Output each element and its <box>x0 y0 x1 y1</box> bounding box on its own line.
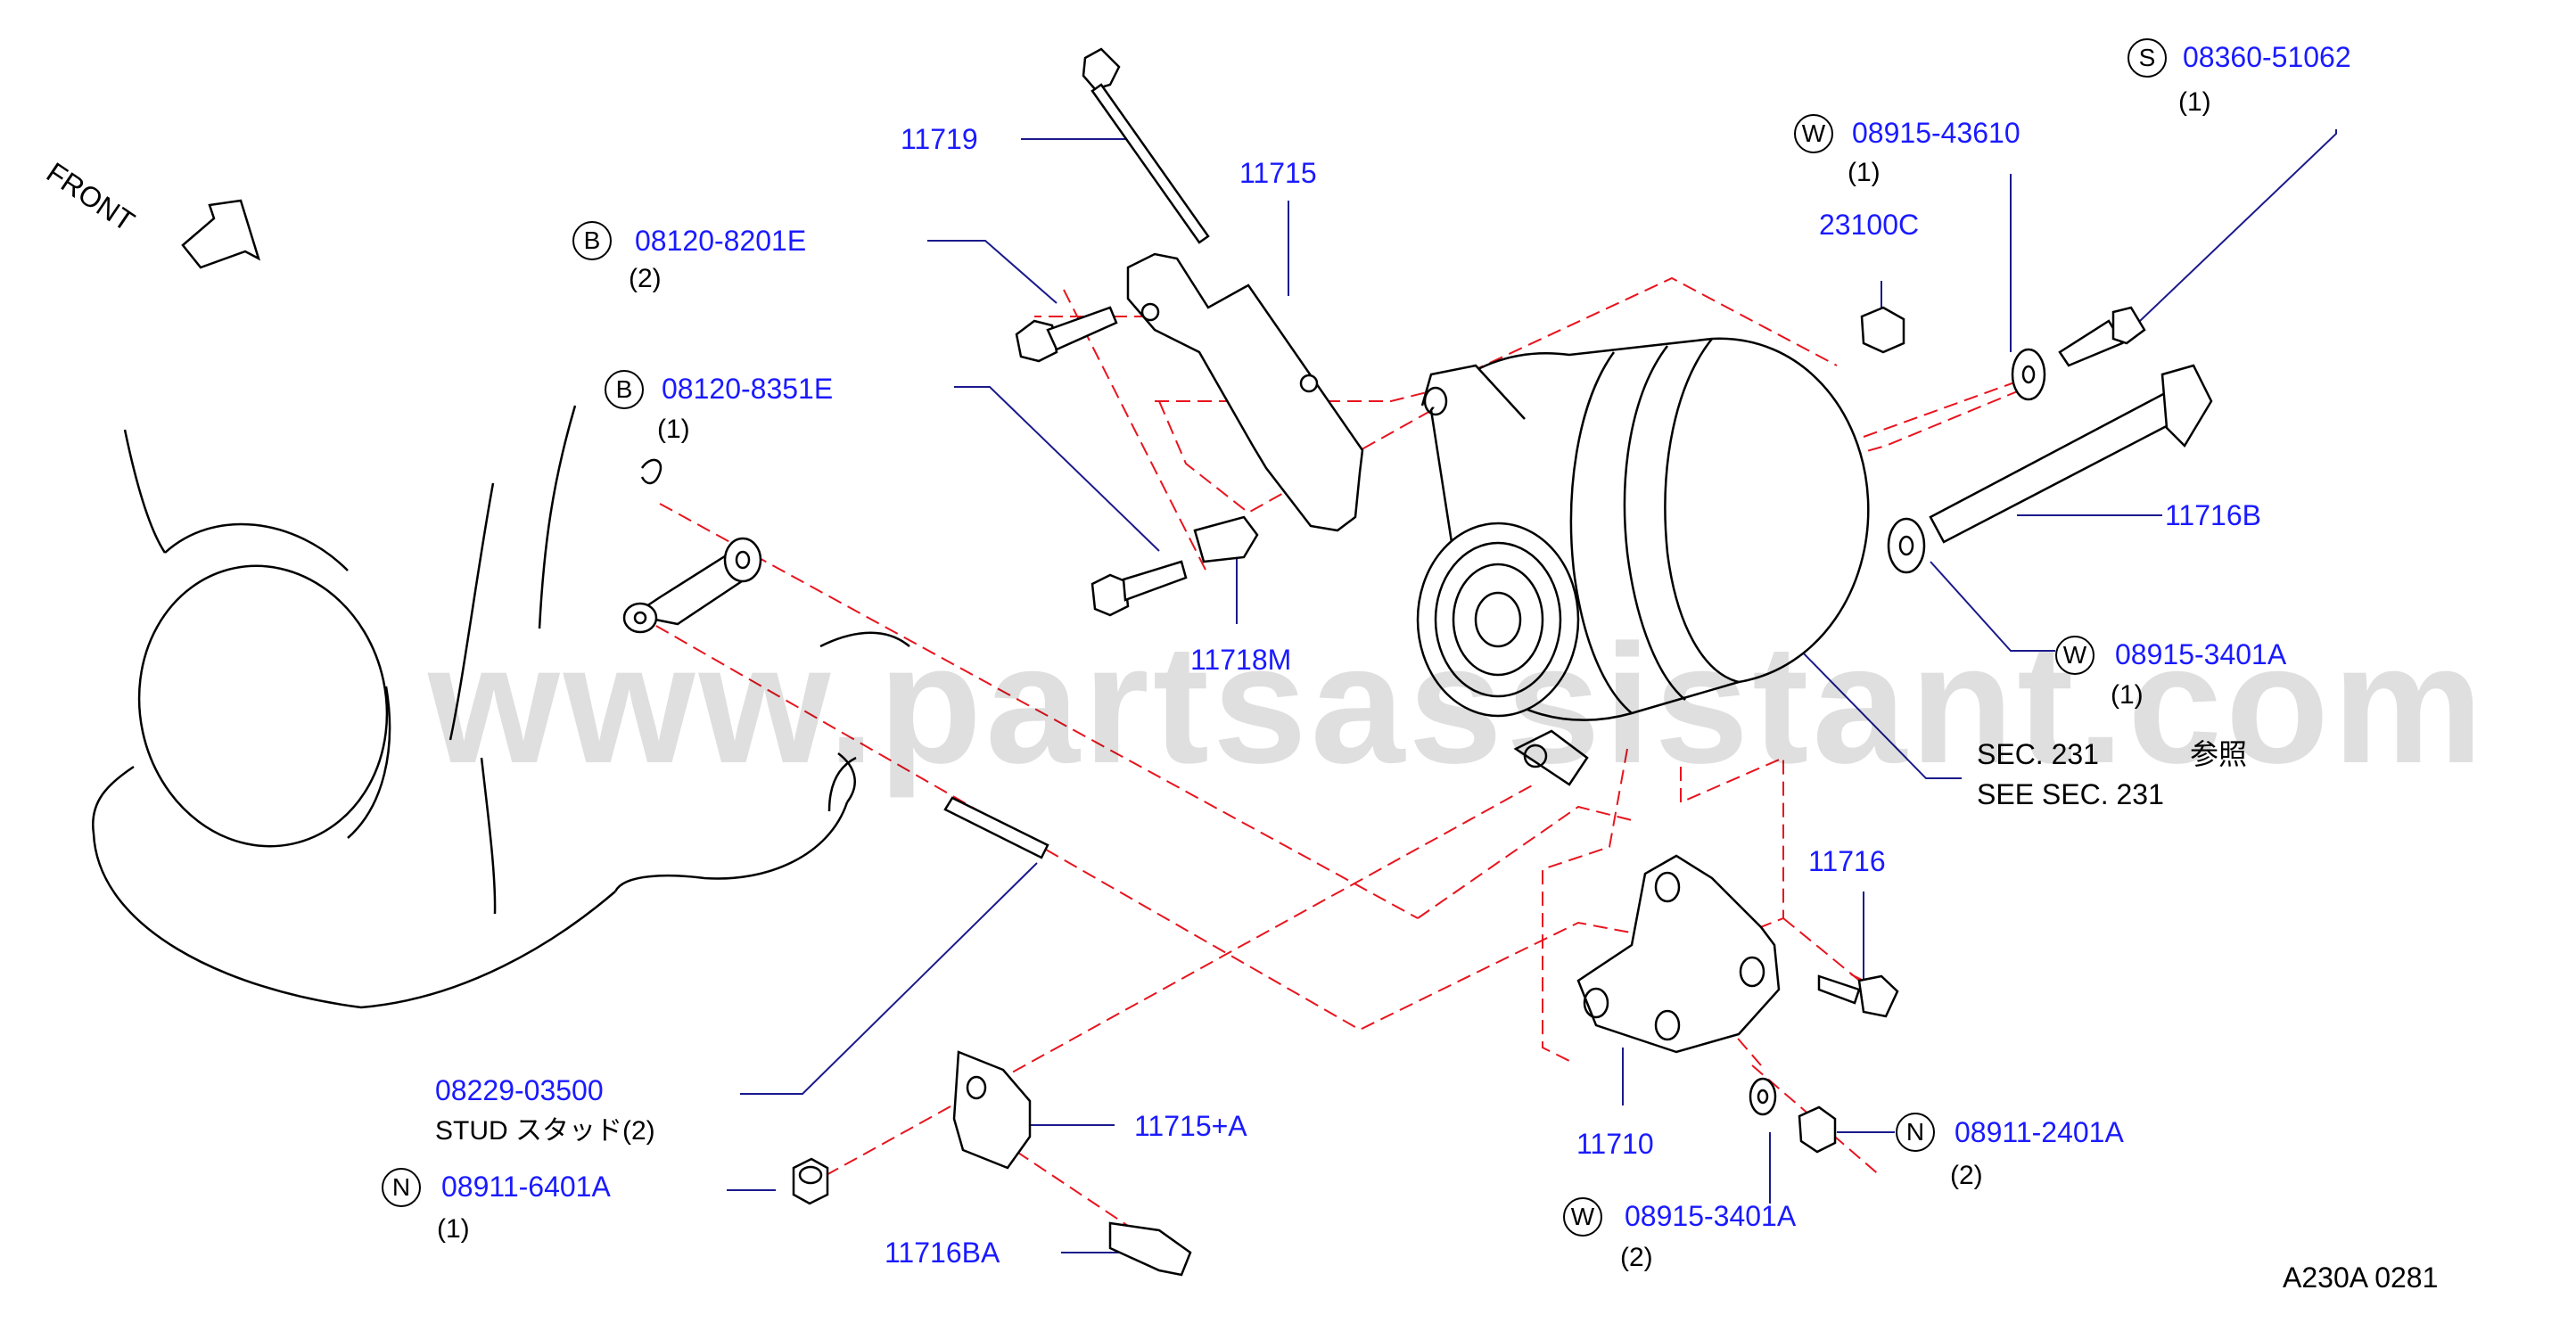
part-label-11716BA[interactable]: 11716BA <box>885 1237 1000 1269</box>
bracket-11715 <box>1126 252 1364 532</box>
nut-08911-2401A <box>1798 1105 1837 1154</box>
part-label-11719[interactable]: 11719 <box>901 123 978 155</box>
reference-jp-suffix: 参照 <box>2190 738 2248 770</box>
symbol-w-icon: W <box>1794 114 1833 153</box>
part-label-08915-43610[interactable]: 08915-43610 <box>1852 117 2020 149</box>
part-qty-08360-51062: (1) <box>2178 87 2211 117</box>
part-label-11715[interactable]: 11715 <box>1239 157 1317 189</box>
symbol-n-icon: N <box>382 1168 421 1207</box>
nut-08911-6401A <box>792 1157 829 1205</box>
bolt-11716BA <box>1108 1221 1192 1277</box>
part-label-11716[interactable]: 11716 <box>1808 845 1886 877</box>
washer-08915-43610 <box>2011 348 2046 401</box>
part-label-11716B[interactable]: 11716B <box>2165 499 2261 531</box>
part-label-08915-3401A-upper[interactable]: 08915-3401A <box>2115 638 2287 670</box>
bracket-11710 <box>1576 854 1781 1054</box>
symbol-w-icon: W <box>1563 1197 1602 1237</box>
part-label-08360-51062[interactable]: 08360-51062 <box>2183 41 2351 73</box>
reference-see-sec[interactable]: SEE SEC. 231 <box>1977 778 2164 810</box>
part-label-08120-8351E[interactable]: 08120-8351E <box>662 373 834 405</box>
symbol-w-icon: W <box>2055 636 2095 675</box>
part-label-08915-3401A-lower[interactable]: 08915-3401A <box>1625 1200 1797 1232</box>
symbol-b-icon: B <box>605 370 644 409</box>
bracket-11715A <box>952 1050 1032 1170</box>
part-qty-08120-8351E: (1) <box>657 415 690 444</box>
engine-block <box>91 405 910 1009</box>
part-qty-08915-3401A-upper: (1) <box>2111 680 2144 710</box>
part-label-11715A[interactable]: 11715+A <box>1134 1110 1247 1142</box>
part-label-08911-2401A[interactable]: 08911-2401A <box>1955 1116 2124 1148</box>
part-qty-08915-43610: (1) <box>1848 158 1881 187</box>
watermark: www.partsassistant.com <box>428 610 2487 799</box>
stud-08229-03500 <box>943 796 1049 859</box>
leader-lines <box>727 129 2337 1253</box>
front-arrow-icon <box>181 199 261 269</box>
bolt-11716B <box>1929 364 2213 544</box>
diagram-code: A230A 0281 <box>2283 1261 2439 1294</box>
alternator <box>1416 337 1870 786</box>
part-label-11718M[interactable]: 11718M <box>1190 644 1292 676</box>
part-label-08911-6401A[interactable]: 08911-6401A <box>441 1171 611 1203</box>
part-desc-08229-03500: STUD スタッド(2) <box>435 1116 655 1146</box>
bolt-08360-51062 <box>2058 306 2146 367</box>
nut-23100C <box>1860 306 1905 354</box>
part-label-08120-8201E[interactable]: 08120-8201E <box>635 225 807 257</box>
reference-sec-jp: SEC. 231 <box>1977 738 2099 770</box>
washer-08915-3401A-upper <box>1887 517 1926 574</box>
part-label-23100C[interactable]: 23100C <box>1819 209 1920 241</box>
symbol-n-icon: N <box>1896 1113 1935 1152</box>
part-qty-08911-6401A: (1) <box>437 1214 470 1244</box>
symbol-s-icon: S <box>2127 38 2167 78</box>
part-label-11710[interactable]: 11710 <box>1576 1128 1654 1160</box>
part-qty-08120-8201E: (2) <box>629 264 662 293</box>
bracket-08120-8351E <box>622 458 762 634</box>
symbol-b-icon: B <box>572 221 612 260</box>
part-qty-08915-3401A-lower: (2) <box>1620 1243 1653 1272</box>
part-qty-08911-2401A: (2) <box>1950 1161 1983 1190</box>
bolt-11719 <box>1082 47 1210 244</box>
bolt-08120-8201E <box>1015 306 1118 363</box>
bolt-11718M <box>1090 515 1259 617</box>
washer-08915-3401A-lower <box>1749 1077 1777 1116</box>
bolt-11716 <box>1817 974 1899 1018</box>
part-label-08229-03500[interactable]: 08229-03500 <box>435 1074 604 1106</box>
